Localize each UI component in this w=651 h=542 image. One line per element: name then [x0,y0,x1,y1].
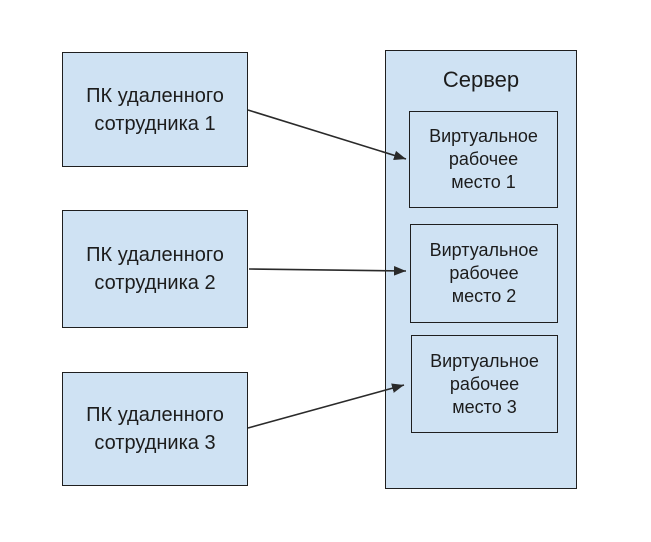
arrow-client3-to-workspace3 [247,383,405,429]
arrow-client2-to-workspace2 [248,266,407,276]
client-pc-3-box: ПК удаленного сотрудника 3 [62,372,248,486]
server-title: Сервер [442,67,520,92]
virtual-workspace-2-label: Виртуальное рабочее место 2 [429,240,539,306]
server-box: Сервер Виртуальное рабочее место 1 Вирту… [385,50,577,489]
virtual-workspace-1-box: Виртуальное рабочее место 1 [409,111,558,208]
client-pc-1-box: ПК удаленного сотрудника 1 [62,52,248,167]
virtual-workspace-3-label: Виртуальное рабочее место 3 [430,350,539,417]
client-pc-2-box: ПК удаленного сотрудника 2 [62,210,248,328]
client-pc-1-label: ПК удаленного сотрудника 1 [86,84,224,135]
client-pc-3-label: ПК удаленного сотрудника 3 [86,404,224,454]
virtual-workspace-2-box: Виртуальное рабочее место 2 [410,224,558,323]
client-pc-2-label: ПК удаленного сотрудника 2 [86,244,224,294]
arrow-client1-to-workspace1 [247,109,407,161]
virtual-workspace-1-label: Виртуальное рабочее место 1 [429,126,538,192]
virtual-workspace-3-box: Виртуальное рабочее место 3 [411,335,558,433]
